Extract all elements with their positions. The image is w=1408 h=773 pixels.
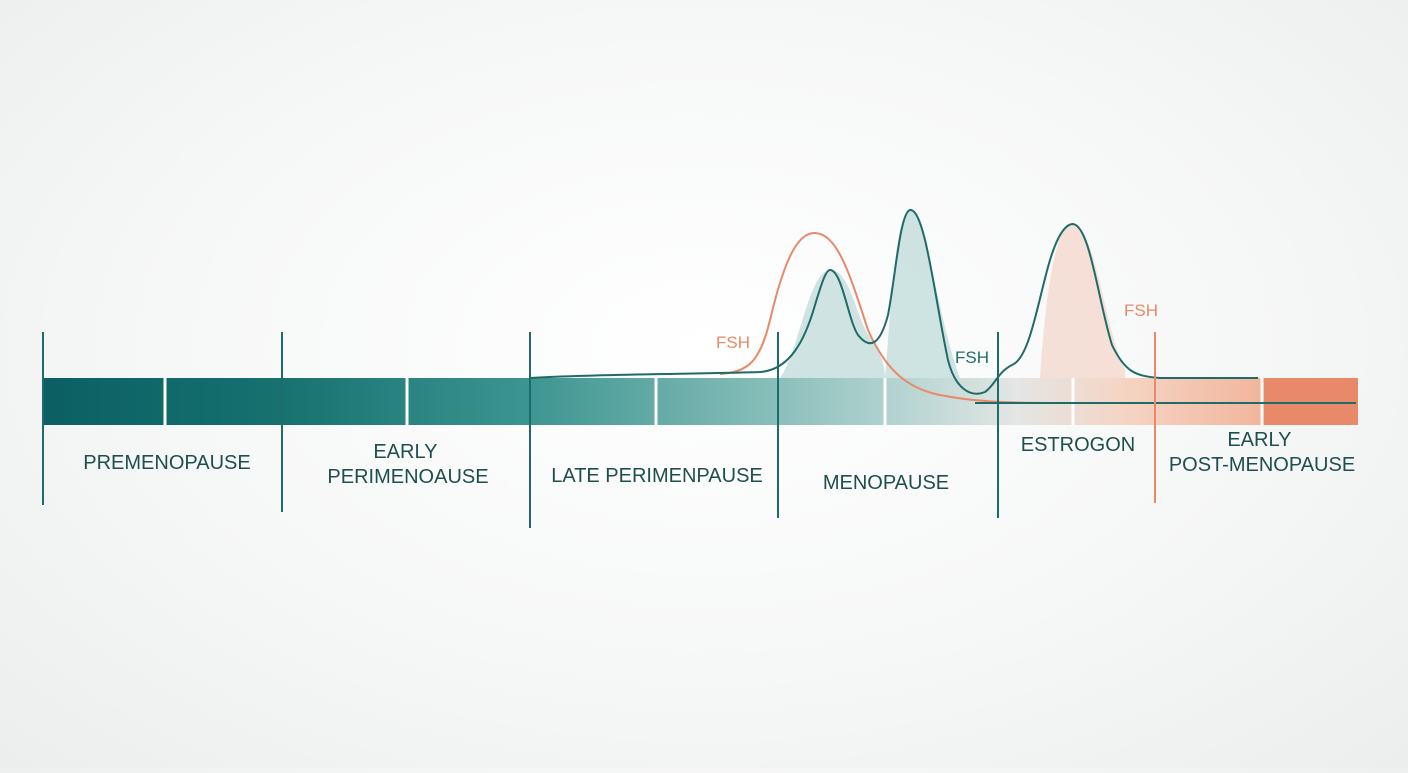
stage-labels: PREMENOPAUSE EARLY PERIMENOAUSE LATE PER… (83, 429, 1355, 494)
timeline-bar (42, 378, 1358, 425)
fsh-curve (719, 231, 1356, 404)
peak-shade-2 (885, 209, 960, 378)
stage-label-early-post-menopause: EARLY POST-MENOPAUSE (1169, 429, 1355, 476)
fsh-label-left: FSH (716, 333, 750, 352)
segment-dividers (163, 378, 1264, 425)
stage-label-premenopause: PREMENOPAUSE (83, 452, 250, 474)
peak-shade-1 (780, 269, 885, 378)
estrogen-curve (529, 209, 1258, 395)
stage-dividers (42, 332, 1156, 528)
peak-shade-3 (1040, 223, 1125, 378)
timeline-bar-end-block (1262, 378, 1358, 425)
stage-label-menopause: MENOPAUSE (823, 472, 949, 494)
fsh-label-right: FSH (1124, 301, 1158, 320)
stage-label-estrogen: ESTROGON (1021, 434, 1135, 456)
stage-label-early-perimenopause: EARLY PERIMENOAUSE (327, 441, 488, 488)
fsh-label-middle: FSH (955, 348, 989, 367)
stage-label-late-perimenopause: LATE PERIMENPAUSE (551, 465, 763, 487)
